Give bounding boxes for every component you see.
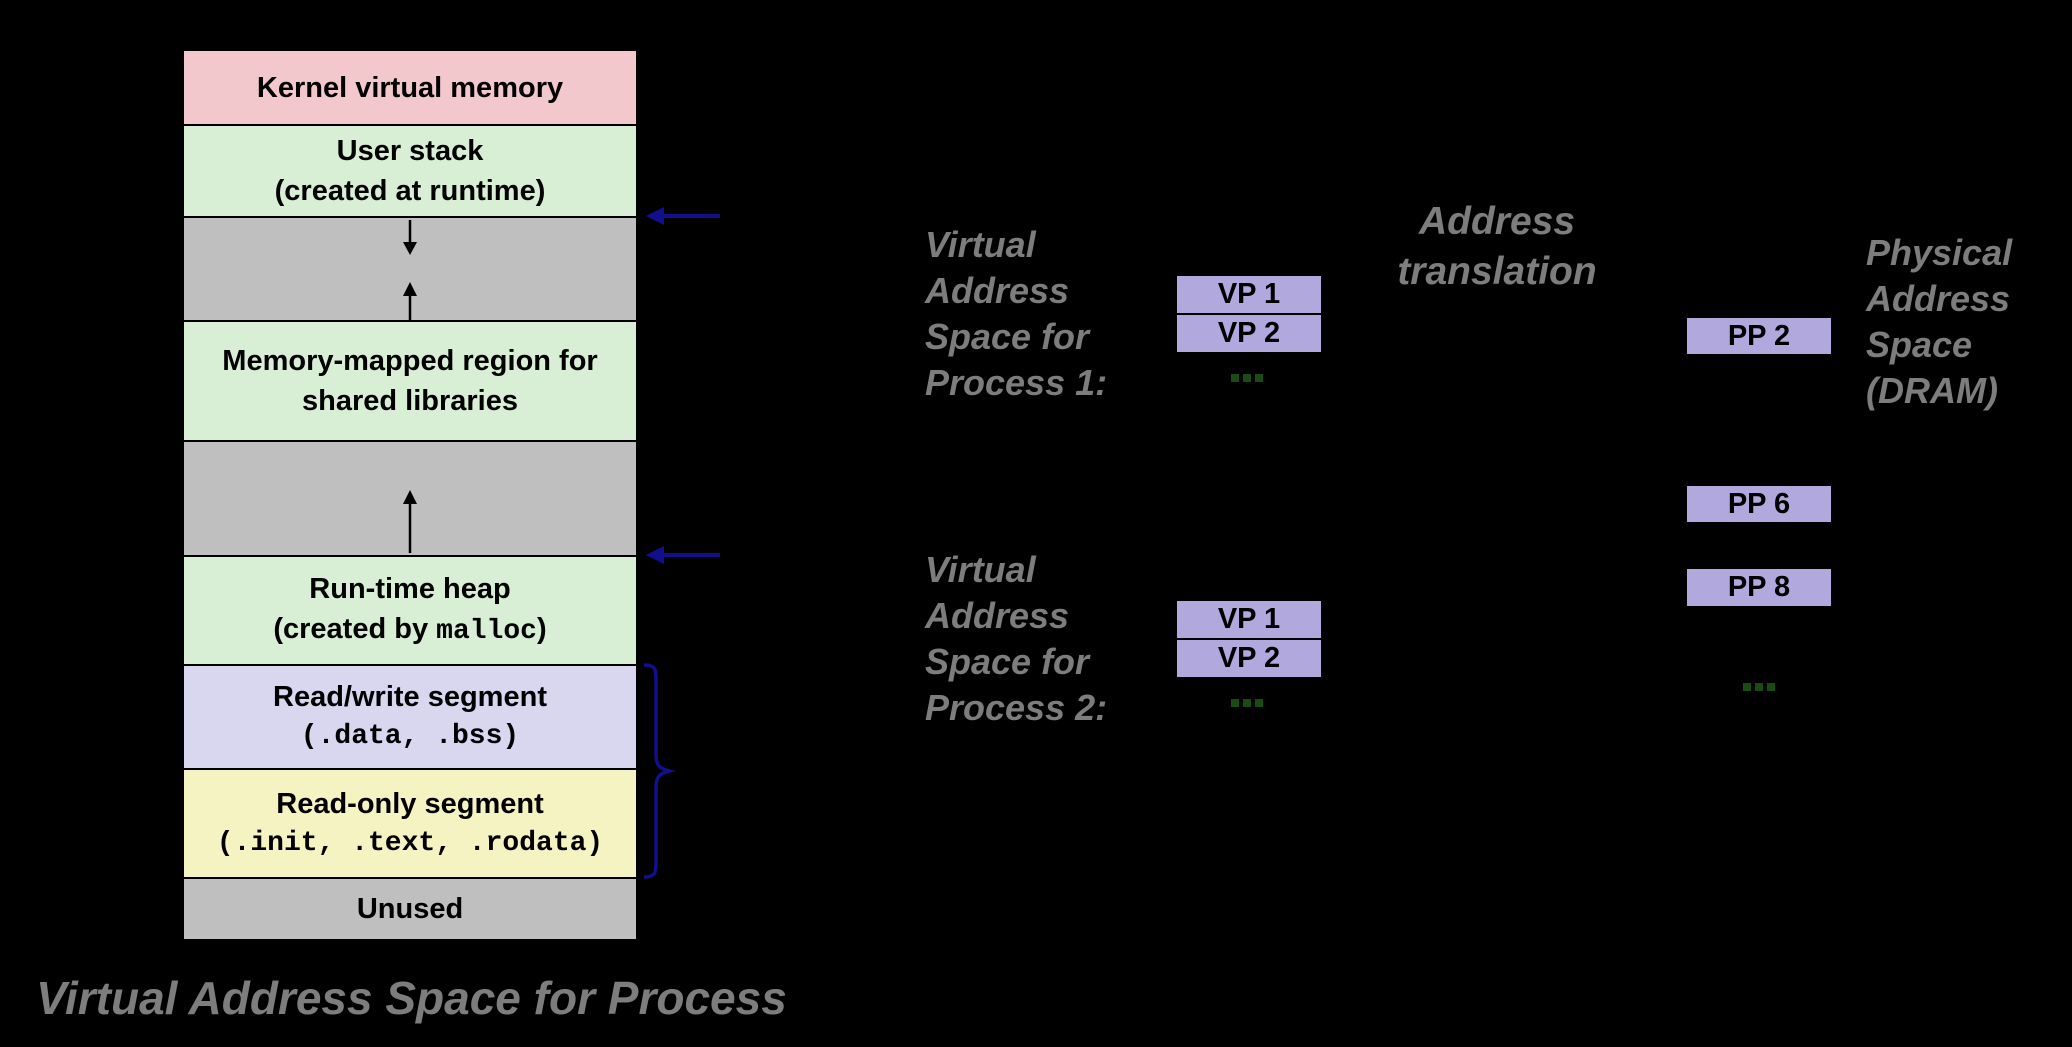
segment-sublabel: (.init, .text, .rodata)	[216, 827, 604, 859]
segment-label: Memory-mapped region for	[222, 345, 598, 377]
virtual-page-box: VP 2	[1175, 313, 1323, 354]
segment-kernel-virtual-memory: Kernel virtual memory	[184, 51, 636, 126]
physical-page-box: PP 6	[1685, 484, 1833, 524]
ellipsis-icon	[1231, 699, 1263, 707]
process1-label: Virtual Address Space for Process 1:	[925, 224, 1108, 403]
physical-page-box: PP 8	[1685, 567, 1833, 608]
heap-growth-arrow-icon	[403, 490, 417, 553]
segments-brace-icon	[643, 663, 676, 879]
heap-pointer-arrow-icon	[646, 546, 720, 564]
segment-sublabel: (created at runtime)	[274, 175, 546, 207]
segment-label: User stack	[336, 135, 484, 167]
address-translation-label: Address translation	[1397, 200, 1597, 293]
segment-label: Run-time heap	[309, 573, 511, 605]
segment-read-write: Read/write segment (.data, .bss)	[184, 666, 636, 770]
segment-sublabel: shared libraries	[302, 385, 518, 417]
segment-read-only: Read-only segment (.init, .text, .rodata…	[184, 770, 636, 879]
virtual-page-box: VP 1	[1175, 599, 1323, 640]
segment-label: Read/write segment	[273, 681, 547, 713]
diagram-caption: Virtual Address Space for Process	[36, 972, 787, 1024]
segment-runtime-heap: Run-time heap (created by malloc)	[184, 557, 636, 666]
segment-sublabel: (.data, .bss)	[300, 721, 520, 752]
segment-memory-mapped-region: Memory-mapped region for shared librarie…	[184, 322, 636, 442]
segment-stack-growth-gap	[184, 218, 636, 322]
segment-label: Unused	[356, 893, 464, 925]
segment-label: Read-only segment	[276, 787, 544, 820]
stack-pointer-arrow-icon	[646, 207, 720, 225]
malloc-code-text: malloc	[436, 616, 537, 647]
segment-unused: Unused	[184, 879, 636, 939]
process1-virtual-pages: VP 1 VP 2	[1175, 274, 1323, 354]
physical-page-box: PP 2	[1685, 316, 1833, 356]
ellipsis-icon	[1231, 374, 1263, 382]
virtual-memory-map-diagram: Kernel virtual memory User stack (create…	[182, 49, 638, 941]
virtual-page-box: VP 1	[1175, 274, 1323, 315]
stack-growth-arrows-icon	[403, 220, 417, 320]
process2-virtual-pages: VP 1 VP 2	[1175, 599, 1323, 679]
segment-sublabel: (created by malloc)	[273, 613, 547, 647]
virtual-page-box: VP 2	[1175, 638, 1323, 679]
segment-heap-growth-gap	[184, 442, 636, 557]
segment-label: Kernel virtual memory	[256, 71, 564, 104]
physical-address-space-label: Physical Address Space (DRAM)	[1866, 232, 2013, 411]
segment-user-stack: User stack (created at runtime)	[184, 126, 636, 218]
process2-label: Virtual Address Space for Process 2:	[925, 549, 1108, 728]
ellipsis-icon	[1743, 683, 1775, 691]
